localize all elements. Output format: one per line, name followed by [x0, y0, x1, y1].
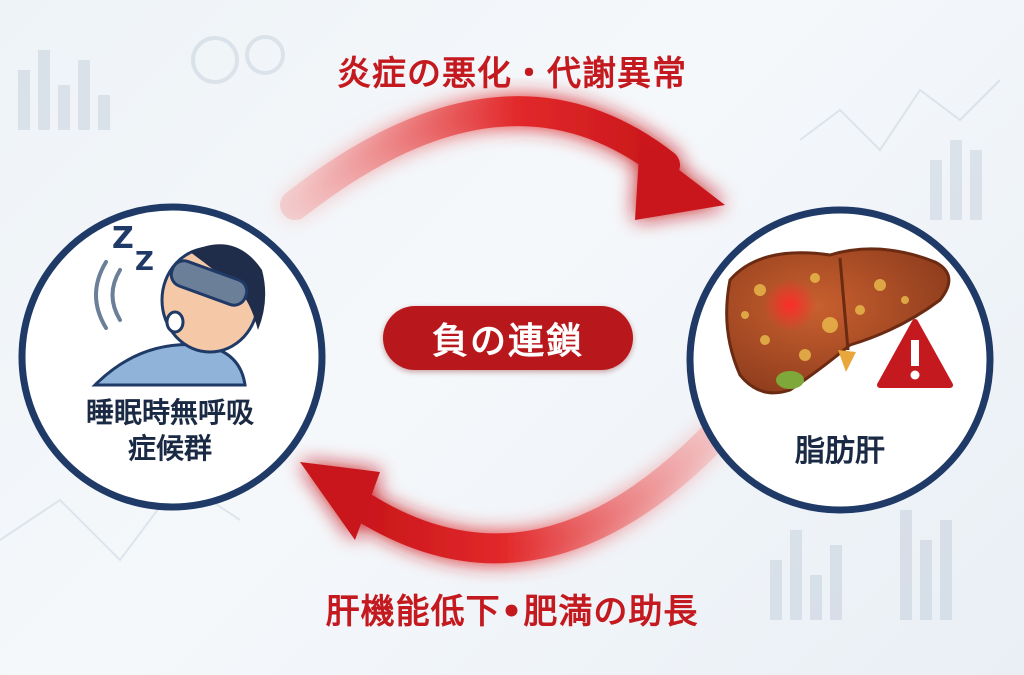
- bottom-arrow-label: 肝機能低下•肥満の助長: [325, 592, 699, 632]
- left-node: Z Z: [18, 203, 326, 511]
- left-node-label-line2: 症候群: [127, 432, 212, 465]
- left-node-label-line1: 睡眠時無呼吸: [85, 396, 254, 429]
- liver-icon: [725, 247, 951, 395]
- svg-text:Z: Z: [135, 247, 154, 277]
- center-badge: 負の連鎖: [383, 306, 633, 370]
- left-node-label: 睡眠時無呼吸 症候群: [25, 395, 315, 467]
- right-node-label: 脂肪肝: [795, 434, 885, 469]
- top-arrow-label: 炎症の悪化・代謝異常: [337, 54, 687, 94]
- right-node: [686, 206, 994, 514]
- bottom-arrow: [300, 415, 735, 564]
- sleeping-person-icon: Z Z: [91, 221, 266, 387]
- background-decoration: [0, 35, 1001, 620]
- top-arrow: [280, 96, 725, 220]
- svg-text:Z: Z: [112, 221, 134, 256]
- warning-icon: [877, 319, 953, 388]
